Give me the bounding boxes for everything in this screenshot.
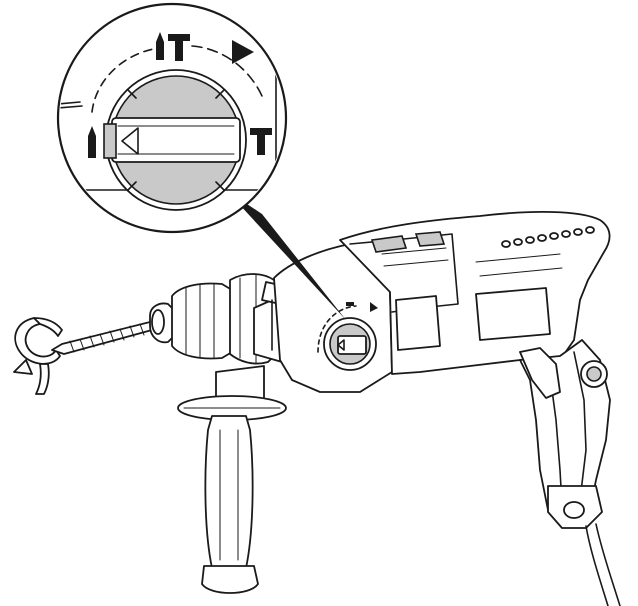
drill-bit (51, 321, 153, 355)
rotation-arrow-icon (13, 317, 63, 395)
callout-pointer (226, 190, 346, 320)
mode-selector-small (317, 302, 378, 371)
vent-slots (501, 226, 595, 248)
magnified-mode-selector (56, 2, 288, 234)
hammer-drill-icon (156, 32, 190, 61)
triangle-pointer-icon (121, 127, 139, 155)
side-handle (177, 365, 287, 594)
arrow-right-icon (232, 40, 254, 64)
drill-bit-icon (88, 126, 96, 158)
hammer-icon (250, 128, 272, 155)
drill-housing (273, 211, 621, 606)
